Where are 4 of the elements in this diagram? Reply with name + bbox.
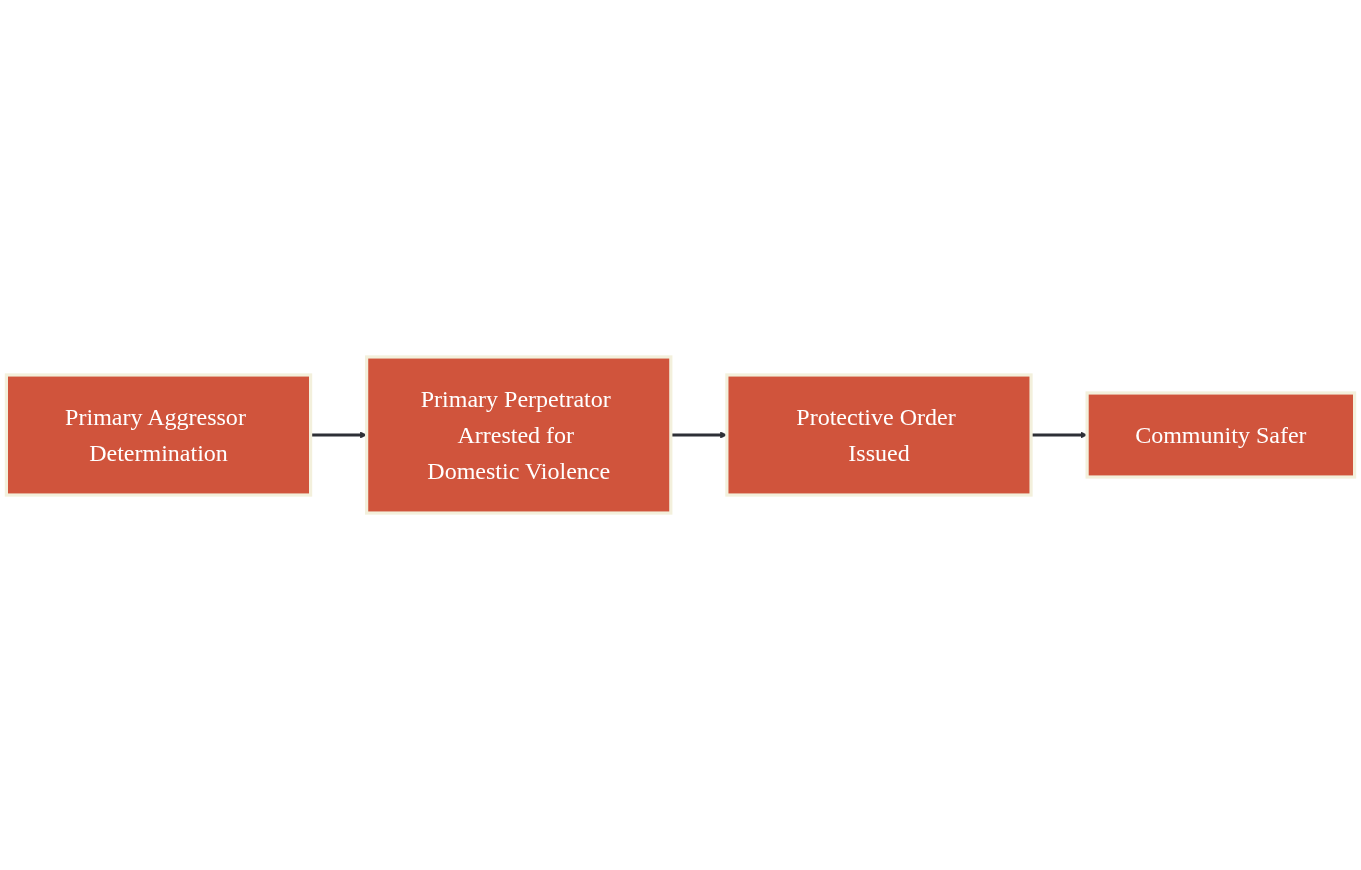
node-box: Primary Aggressor Determination <box>4 373 313 497</box>
node-box: Protective Order Issued <box>725 373 1033 497</box>
node-box: Community Safer <box>1085 391 1357 479</box>
node-box: Primary Perpetrator Arrested for Domestic Violence <box>365 355 673 515</box>
